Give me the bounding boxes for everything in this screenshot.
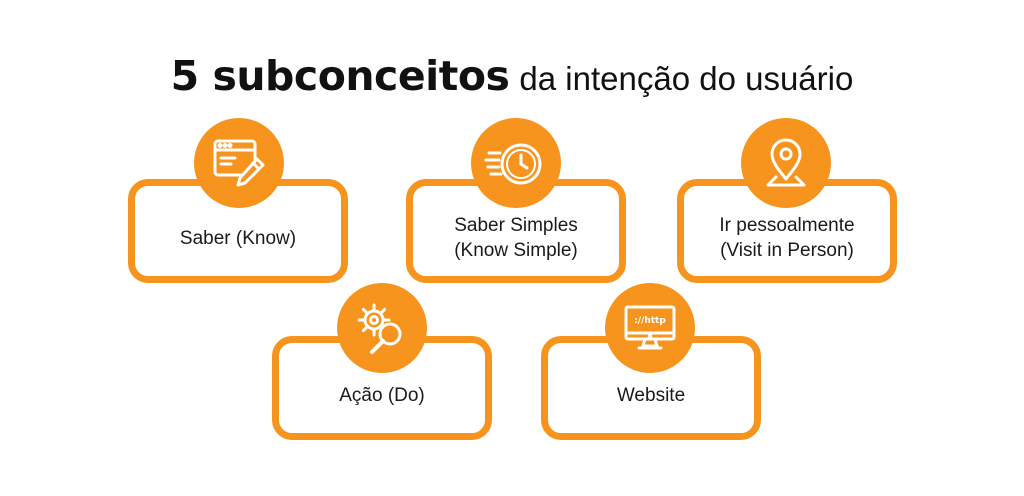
card-acao-do: Ação (Do): [272, 336, 492, 440]
gear-search-icon: [337, 283, 427, 373]
http-monitor-icon: ://http: [605, 283, 695, 373]
fast-clock-icon: [471, 118, 561, 208]
card-saber-simples: Saber Simples (Know Simple): [406, 179, 626, 283]
http-icon-text: ://http: [634, 316, 666, 326]
card-label: Website: [616, 384, 686, 406]
card-label: Ir pessoalmente (Visit in Person): [719, 215, 855, 261]
title-light-part: da intenção do usuário: [519, 60, 854, 97]
title-bold-part: 5 subconceitos: [170, 52, 510, 100]
location-pin-icon: [741, 118, 831, 208]
card-label: Ação (Do): [339, 384, 425, 406]
card-label: Saber Simples (Know Simple): [454, 215, 578, 261]
browser-edit-icon: [194, 118, 284, 208]
card-label: Saber (Know): [179, 227, 297, 249]
